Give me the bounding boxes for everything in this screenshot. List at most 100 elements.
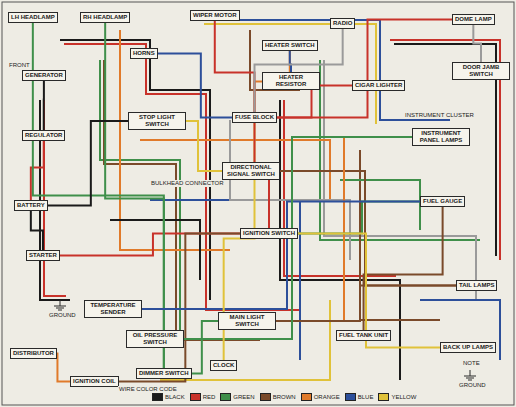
component-box: FUEL GAUGE [420, 196, 465, 207]
component-label: RH HEADLAMP [83, 14, 127, 21]
color-swatch [345, 393, 356, 401]
wire [60, 234, 240, 256]
component-box: TAIL LAMPS [456, 280, 497, 291]
legend-text: BROWN [273, 394, 296, 400]
component-box: LH HEADLAMP [8, 12, 58, 23]
component-box: GENERATOR [22, 70, 66, 81]
component-label: FUSE BLOCK [235, 114, 274, 121]
color-swatch [152, 393, 163, 401]
background-wires [40, 20, 500, 380]
wire-note: BULKHEAD CONNECTOR [150, 180, 225, 187]
component-label: GENERATOR [25, 72, 63, 79]
wire [31, 211, 43, 250]
component-box: OIL PRESSURE SWITCH [126, 330, 184, 348]
wire [298, 234, 440, 348]
wire [186, 121, 222, 171]
component-box: DIMMER SWITCH [136, 368, 192, 379]
component-label: IGNITION COIL [73, 378, 116, 385]
wire [158, 54, 232, 118]
component-label: DIRECTIONAL SIGNAL SWITCH [225, 164, 277, 178]
legend-text: YELLOW [391, 394, 416, 400]
legend-item: BROWN [260, 393, 296, 401]
component-box: WIPER MOTOR [190, 10, 240, 21]
legend-item: YELLOW [378, 393, 416, 401]
component-label: CIGAR LIGHTER [355, 82, 402, 89]
component-label: BACK UP LAMPS [443, 344, 493, 351]
component-label: BATTERY [17, 202, 45, 209]
component-label: HORNS [133, 50, 155, 57]
component-box: STARTER [26, 250, 60, 261]
wire [290, 51, 291, 72]
wire [364, 207, 443, 330]
component-box: BATTERY [14, 200, 48, 211]
legend-item: BLACK [152, 393, 185, 401]
wire [43, 81, 44, 130]
component-box: CLOCK [210, 360, 237, 371]
wire [215, 21, 255, 112]
wire [280, 171, 456, 286]
wire-note: FRONT [8, 62, 31, 69]
component-label: FUEL TANK UNIT [339, 332, 388, 339]
color-swatch [301, 393, 312, 401]
component-box: FUEL TANK UNIT [336, 330, 391, 341]
component-label: IGNITION SWITCH [243, 230, 295, 237]
component-box: DIRECTIONAL SIGNAL SWITCH [222, 162, 280, 180]
component-box: HORNS [130, 48, 158, 59]
legend-text: RED [203, 394, 216, 400]
component-label: INSTRUMENT PANEL LAMPS [415, 130, 467, 144]
wire [277, 20, 452, 118]
component-label: STARTER [29, 252, 57, 259]
component-label: DOOR JAMB SWITCH [455, 64, 507, 78]
legend-item: RED [190, 393, 216, 401]
component-label: MAIN LIGHT SWITCH [221, 314, 273, 328]
color-swatch [220, 393, 231, 401]
wire-note: GROUND [458, 382, 487, 389]
component-box: MAIN LIGHT SWITCH [218, 312, 276, 330]
legend-text: BLACK [165, 394, 185, 400]
wire [184, 137, 412, 339]
wire-note: NOTE [462, 360, 481, 367]
legend-text: ORANGE [314, 394, 340, 400]
wire [277, 86, 352, 118]
wire [473, 25, 481, 62]
legend-text: BLUE [358, 394, 374, 400]
component-label: DIMMER SWITCH [139, 370, 189, 377]
component-label: TEMPERATURE SENDER [87, 302, 139, 316]
wire [255, 29, 343, 112]
color-swatch [378, 393, 389, 401]
color-swatch [190, 393, 201, 401]
component-box: IGNITION COIL [70, 376, 119, 387]
component-box: INSTRUMENT PANEL LAMPS [412, 128, 470, 146]
wire [298, 202, 420, 234]
legend-item: BLUE [345, 393, 374, 401]
component-box: REGULATOR [22, 130, 65, 141]
component-box: STOP LIGHT SWITCH [128, 112, 186, 130]
color-legend: BLACK RED GREEN BROWN ORANGE BLUE YELLOW [150, 392, 418, 402]
component-label: HEATER SWITCH [265, 42, 315, 49]
component-label: DOME LAMP [455, 16, 492, 23]
component-box: TEMPERATURE SENDER [84, 300, 142, 318]
component-label: STOP LIGHT SWITCH [131, 114, 183, 128]
component-label: WIPER MOTOR [193, 12, 237, 19]
component-box: DOOR JAMB SWITCH [452, 62, 510, 80]
component-label: CLOCK [213, 362, 234, 369]
legend-item: GREEN [220, 393, 254, 401]
legend-text: GREEN [233, 394, 254, 400]
wire [142, 202, 420, 310]
component-label: TAIL LAMPS [459, 282, 494, 289]
component-label: LH HEADLAMP [11, 14, 55, 21]
component-box: DOME LAMP [452, 14, 495, 25]
component-box: FUSE BLOCK [232, 112, 277, 123]
wire-note: INSTRUMENT CLUSTER [404, 112, 475, 119]
component-label: RADIO [333, 20, 352, 27]
component-label: OIL PRESSURE SWITCH [129, 332, 181, 346]
component-box: BACK UP LAMPS [440, 342, 496, 353]
wire [57, 354, 70, 382]
component-box: DISTRIBUTOR [10, 348, 57, 359]
component-label: HEATER RESISTOR [265, 74, 317, 88]
legend-item: ORANGE [301, 393, 340, 401]
component-box: RADIO [330, 18, 355, 29]
component-box: HEATER RESISTOR [262, 72, 320, 90]
